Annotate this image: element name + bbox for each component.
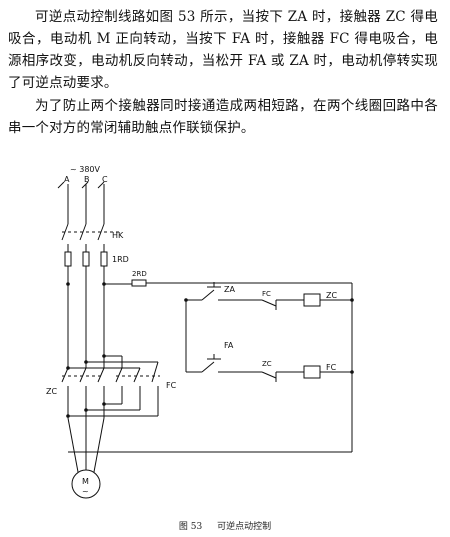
zc-coil-label: ZC [326, 291, 337, 300]
control-fuse-label: 2RD [132, 270, 147, 278]
fc-main-contact-label: FC [166, 381, 177, 390]
paragraph-description: 可逆点动控制线路如图 53 所示，当按下 ZA 时，接触器 ZC 得电吸合，电动… [8, 9, 438, 91]
circuit-diagram: ~ 380V A B C HK 1RD 2RD ZA FC ZC FA ZC F… [46, 165, 354, 499]
fc-interlock-label: FC [262, 290, 271, 298]
phase-a-label: A [64, 175, 70, 184]
fc-coil-label: FC [326, 363, 337, 372]
reverse-button-label: FA [224, 341, 234, 350]
motor-ac-symbol: ~ [82, 487, 89, 496]
phase-b-label: B [84, 175, 90, 184]
figure-caption: 图 53 可逆点动控制 [0, 519, 450, 532]
figure-number: 图 53 [178, 522, 203, 532]
phase-c-label: C [102, 175, 108, 184]
paragraph-interlock: 为了防止两个接触器同时接通造成两相短路，在两个线圈回路中各串一个对方的常闭辅助触… [8, 98, 438, 136]
supply-voltage-label: ~ 380V [70, 165, 101, 174]
main-fuse-label: 1RD [112, 255, 129, 264]
zc-interlock-label: ZC [262, 360, 272, 368]
motor-label: M [82, 477, 89, 486]
forward-button-label: ZA [224, 285, 235, 294]
zc-main-contact-label: ZC [46, 387, 57, 396]
figure-title: 可逆点动控制 [217, 522, 272, 532]
knife-switch-label: HK [112, 231, 124, 240]
